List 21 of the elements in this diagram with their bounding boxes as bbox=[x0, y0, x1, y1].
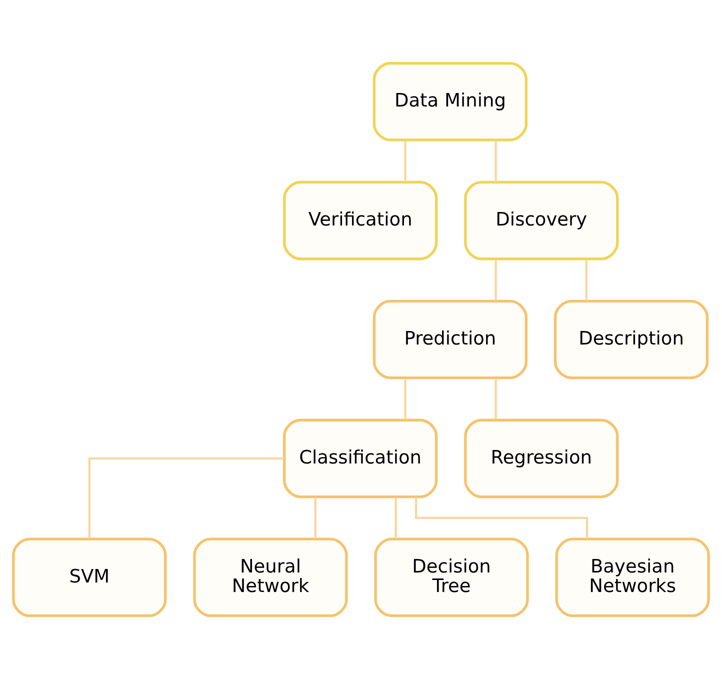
node-box: Decision Tree bbox=[374, 538, 529, 618]
node-box: Prediction bbox=[372, 300, 528, 380]
node-box: Bayesian Networks bbox=[555, 538, 710, 618]
connector bbox=[314, 497, 316, 539]
node-box: Discovery bbox=[464, 180, 619, 260]
node-box: Description bbox=[554, 300, 709, 380]
connector bbox=[585, 260, 588, 301]
node-box: Data Mining bbox=[372, 62, 528, 142]
connector bbox=[415, 496, 588, 540]
node-box: Verification bbox=[283, 180, 438, 260]
node-box: SVM bbox=[12, 538, 167, 618]
connector bbox=[404, 378, 406, 420]
connector bbox=[494, 378, 497, 420]
connector bbox=[494, 260, 497, 301]
connector bbox=[394, 497, 397, 539]
connector bbox=[494, 140, 497, 182]
connector bbox=[88, 457, 284, 538]
node-box: Regression bbox=[464, 418, 619, 498]
node-box: Classification bbox=[283, 418, 438, 498]
connector bbox=[404, 140, 406, 182]
node-box: Neural Network bbox=[193, 538, 348, 618]
